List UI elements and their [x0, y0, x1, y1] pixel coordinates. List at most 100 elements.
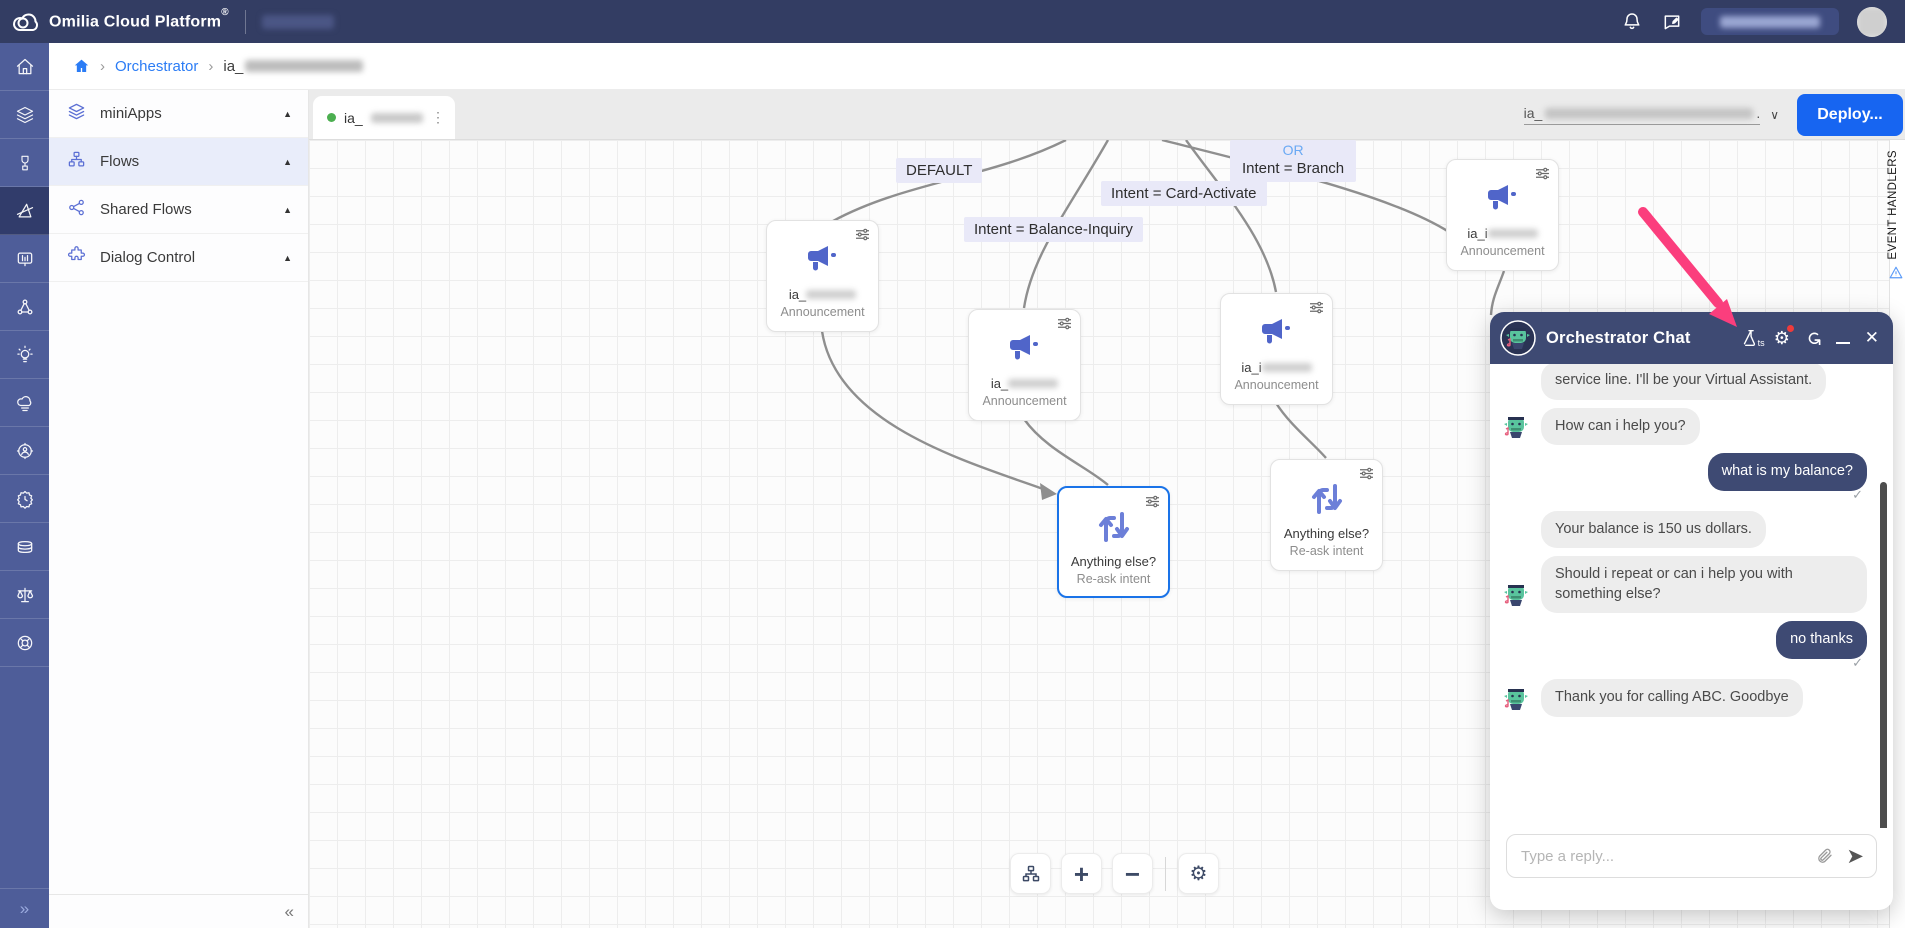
megaphone-icon	[804, 243, 842, 277]
chat-message-row: what is my balance?	[1498, 453, 1867, 491]
or-label: OR	[1242, 142, 1344, 160]
panel-collapse-chevrons[interactable]: «	[285, 902, 294, 922]
event-handlers-label: EVENT HANDLERS	[1887, 150, 1899, 260]
collapse-caret[interactable]: ▲	[283, 109, 292, 119]
sidebar-item-miniapps[interactable]: miniApps ▲	[49, 90, 308, 138]
chat-message-list[interactable]: service line. I'll be your Virtual Assis…	[1490, 364, 1893, 828]
rail-miniapps-icon[interactable]	[0, 91, 49, 139]
node-settings-icon[interactable]	[1309, 301, 1324, 319]
node-title: ia_i	[1467, 226, 1537, 241]
rail-stack-icon[interactable]	[0, 523, 49, 571]
organization-button[interactable]	[1701, 8, 1839, 35]
rail-cloud-icon[interactable]	[0, 379, 49, 427]
layers-icon	[67, 102, 86, 126]
rail-phone-icon[interactable]	[0, 139, 49, 187]
node-settings-icon[interactable]	[1535, 167, 1550, 185]
megaphone-icon	[1484, 182, 1522, 216]
sidebar-item-shared-flows[interactable]: Shared Flows ▲	[49, 186, 308, 234]
attachment-paperclip-icon[interactable]	[1816, 847, 1834, 865]
brand-name: Omilia Cloud Platform®	[49, 12, 229, 31]
deploy-button[interactable]: Deploy...	[1797, 94, 1903, 136]
node-settings-icon[interactable]	[1057, 317, 1072, 335]
sidebar-item-dialog-control[interactable]: Dialog Control ▲	[49, 234, 308, 282]
chat-message-row: service line. I'll be your Virtual Assis…	[1498, 364, 1867, 400]
node-settings-icon[interactable]	[855, 228, 870, 246]
flow-tab[interactable]: ia_ ⋮	[313, 96, 455, 139]
redacted-app-name	[245, 60, 363, 72]
zoom-out-button[interactable]: −	[1112, 853, 1153, 894]
chat-scrollbar-thumb[interactable]	[1880, 482, 1887, 828]
reask-intent-node-selected[interactable]: Anything else? Re-ask intent	[1057, 486, 1170, 598]
node-subtitle: Announcement	[780, 305, 864, 319]
bot-message: How can i help you?	[1541, 408, 1700, 446]
panel-footer: «	[49, 894, 308, 928]
sitemap-icon	[67, 150, 86, 174]
bell-icon[interactable]	[1621, 11, 1643, 33]
node-title: ia_i	[1241, 360, 1311, 375]
chat-settings-gear-icon[interactable]: ⚙	[1774, 328, 1790, 349]
chat-message-row: Thank you for calling ABC. Goodbye	[1498, 679, 1867, 717]
canvas-controls: + − ⚙	[1010, 853, 1219, 894]
chat-refresh-icon[interactable]: ↻	[1801, 330, 1824, 346]
rail-transcripts-icon[interactable]	[0, 235, 49, 283]
rail-admin-gear-icon[interactable]	[0, 427, 49, 475]
chat-minimize-icon[interactable]	[1836, 332, 1850, 345]
send-icon[interactable]: ➤	[1846, 846, 1864, 867]
breadcrumb-current-app: ia_	[223, 58, 363, 75]
redacted-nav-item	[262, 15, 334, 29]
topbar: Omilia Cloud Platform®	[0, 0, 1905, 43]
collapse-caret[interactable]: ▲	[283, 253, 292, 263]
cloud-logo-icon	[12, 12, 39, 32]
collapse-caret[interactable]: ▲	[283, 157, 292, 167]
chat-close-icon[interactable]: ✕	[1865, 328, 1879, 348]
icon-rail: »	[0, 43, 49, 928]
rail-home-icon[interactable]	[0, 43, 49, 91]
share-icon	[67, 198, 86, 222]
rail-insights-bulb-icon[interactable]	[0, 331, 49, 379]
announcement-node[interactable]: ia_i Announcement	[1446, 159, 1559, 271]
chat-title: Orchestrator Chat	[1546, 329, 1691, 348]
rail-expand-chevrons[interactable]: »	[0, 888, 49, 928]
user-avatar[interactable]	[1857, 7, 1887, 37]
bot-avatar	[1498, 681, 1534, 717]
announcement-node[interactable]: ia_i Announcement	[1220, 293, 1333, 405]
rail-orchestrator-icon[interactable]	[0, 187, 49, 235]
reask-intent-node[interactable]: Anything else? Re-ask intent	[1270, 459, 1383, 571]
auto-layout-button[interactable]	[1010, 853, 1051, 894]
announcement-node[interactable]: ia_ Announcement	[766, 220, 879, 332]
node-settings-icon[interactable]	[1359, 467, 1374, 485]
megaphone-icon	[1006, 332, 1044, 366]
edge-label-card-activate: Intent = Card-Activate	[1101, 181, 1267, 206]
bot-message: Should i repeat or can i help you with s…	[1541, 556, 1867, 613]
node-subtitle: Announcement	[1460, 244, 1544, 258]
node-subtitle: Announcement	[982, 394, 1066, 408]
sidebar-item-flows[interactable]: Flows ▲	[49, 138, 308, 186]
tab-kebab-menu[interactable]: ⋮	[431, 109, 445, 126]
tab-bar: ia_ ⋮ ia_ . ∨ Deploy...	[309, 90, 1905, 140]
rail-badge-clock-icon[interactable]	[0, 475, 49, 523]
repeat-loop-icon	[1096, 510, 1132, 544]
test-flask-ts-icon[interactable]: ts	[1739, 329, 1759, 347]
redacted-node-name	[1262, 363, 1312, 372]
zoom-in-button[interactable]: +	[1061, 853, 1102, 894]
node-settings-icon[interactable]	[1145, 495, 1160, 513]
rail-graph-icon[interactable]	[0, 283, 49, 331]
chat-reply-input[interactable]	[1521, 848, 1804, 865]
topbar-divider	[245, 10, 246, 34]
collapse-caret[interactable]: ▲	[283, 205, 292, 215]
home-icon[interactable]	[73, 58, 90, 74]
chat-message-row: Your balance is 150 us dollars.	[1498, 511, 1867, 549]
rail-help-lifebuoy-icon[interactable]	[0, 619, 49, 667]
canvas-settings-button[interactable]: ⚙	[1178, 853, 1219, 894]
node-subtitle: Announcement	[1234, 378, 1318, 392]
announcement-node[interactable]: ia_ Announcement	[968, 309, 1081, 421]
release-notes-icon[interactable]	[1661, 11, 1683, 33]
version-select[interactable]: ia_ . ∨	[1524, 105, 1779, 125]
breadcrumb-orchestrator-link[interactable]: Orchestrator	[115, 58, 198, 75]
tab-status-dot	[327, 113, 336, 122]
rail-scales-icon[interactable]	[0, 571, 49, 619]
user-message: what is my balance?	[1708, 453, 1867, 491]
chevron-down-icon: ∨	[1770, 108, 1779, 122]
edge-label-branch: OR Intent = Branch	[1230, 140, 1356, 182]
chat-message-row: Should i repeat or can i help you with s…	[1498, 556, 1867, 613]
